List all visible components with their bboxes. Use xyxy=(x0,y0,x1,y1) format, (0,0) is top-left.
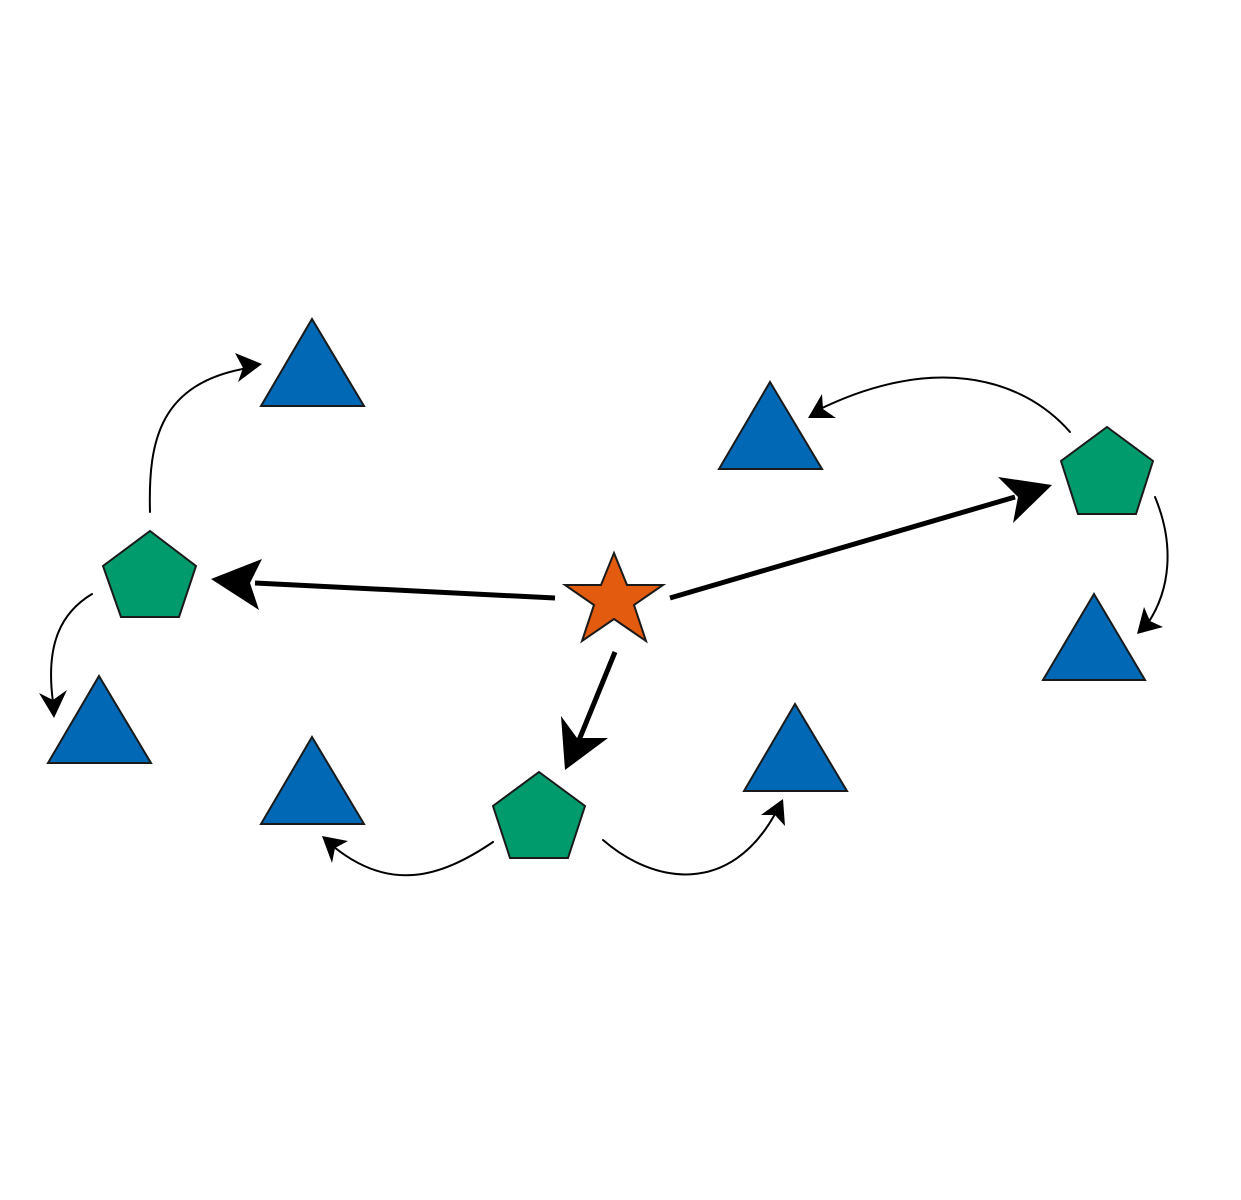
arrowhead xyxy=(211,559,262,610)
arrowhead xyxy=(761,799,785,826)
triangle-right-bottom xyxy=(1041,592,1147,681)
triangle-left-top xyxy=(259,317,366,407)
edge-pentagon-right-to-triangle-right-bottom xyxy=(1137,496,1169,634)
edge-pentagon-left-to-triangle-left-bottom xyxy=(39,593,93,718)
arrowhead xyxy=(322,836,348,863)
arrowhead xyxy=(561,716,608,770)
pentagon-bottom xyxy=(491,770,587,859)
edge-pentagon-right-to-triangle-right-top xyxy=(808,376,1071,433)
edge-pentagon-bottom-to-triangle-bottom-right xyxy=(602,799,785,876)
pentagon-right xyxy=(1059,425,1155,515)
arrowhead xyxy=(39,690,67,718)
arrowhead xyxy=(808,394,836,418)
edge-pentagon-bottom-to-triangle-bottom-left xyxy=(322,836,494,877)
arrowhead xyxy=(1137,607,1163,634)
edge-hub-to-pentagon-bottom xyxy=(561,651,618,770)
main-edges xyxy=(211,477,1052,770)
triangle-bottom-left xyxy=(259,735,366,825)
hub-star xyxy=(561,550,667,644)
leaf-edges xyxy=(39,353,1169,877)
edge-hub-to-pentagon-right xyxy=(669,477,1052,601)
pentagon-left xyxy=(101,529,198,618)
triangle-right-top xyxy=(717,380,824,470)
edge-hub-to-pentagon-left xyxy=(211,559,556,610)
triangle-left-bottom xyxy=(46,674,153,764)
nodes xyxy=(46,317,1155,859)
edge-pentagon-left-to-triangle-left-top xyxy=(148,353,262,513)
arrowhead xyxy=(235,353,262,382)
arrowhead xyxy=(998,477,1052,523)
triangle-bottom-right xyxy=(742,702,849,792)
